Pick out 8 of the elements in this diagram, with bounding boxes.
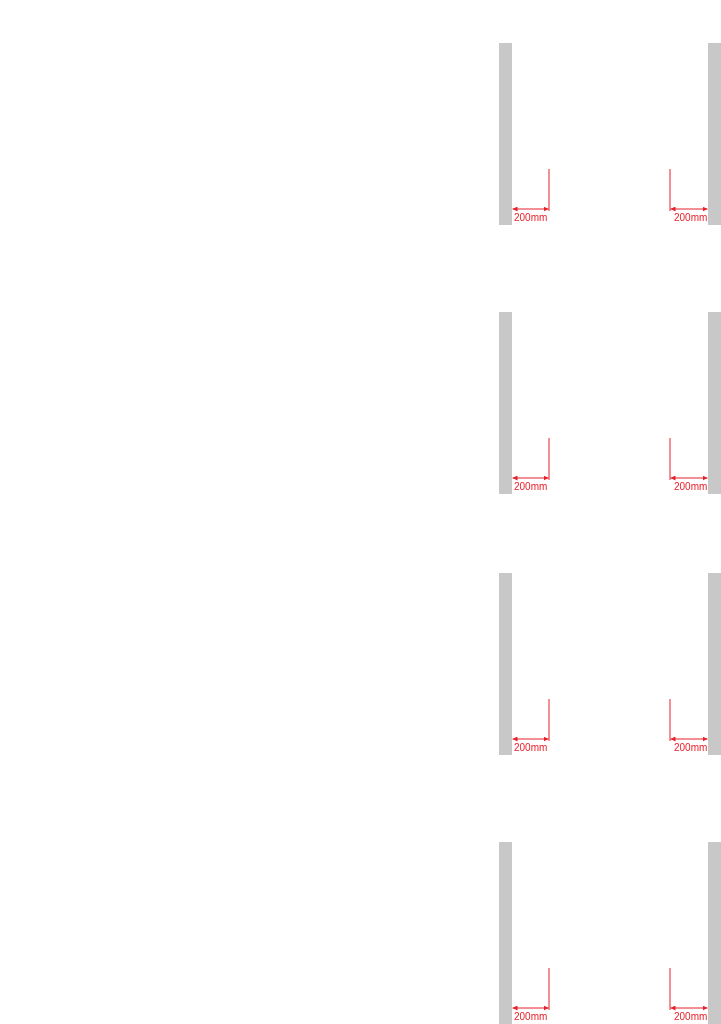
dimension-label: 200mm (514, 742, 548, 754)
dimension-label: 200mm (674, 1011, 708, 1023)
dimension-label: 200mm (674, 481, 708, 493)
dimension-label: 200mm (674, 212, 708, 224)
dimension-label: 200mm (514, 212, 548, 224)
dimension-label: 200mm (674, 742, 708, 754)
dimension-label: 200mm (514, 481, 548, 493)
dimension-label: 200mm (514, 1011, 548, 1023)
